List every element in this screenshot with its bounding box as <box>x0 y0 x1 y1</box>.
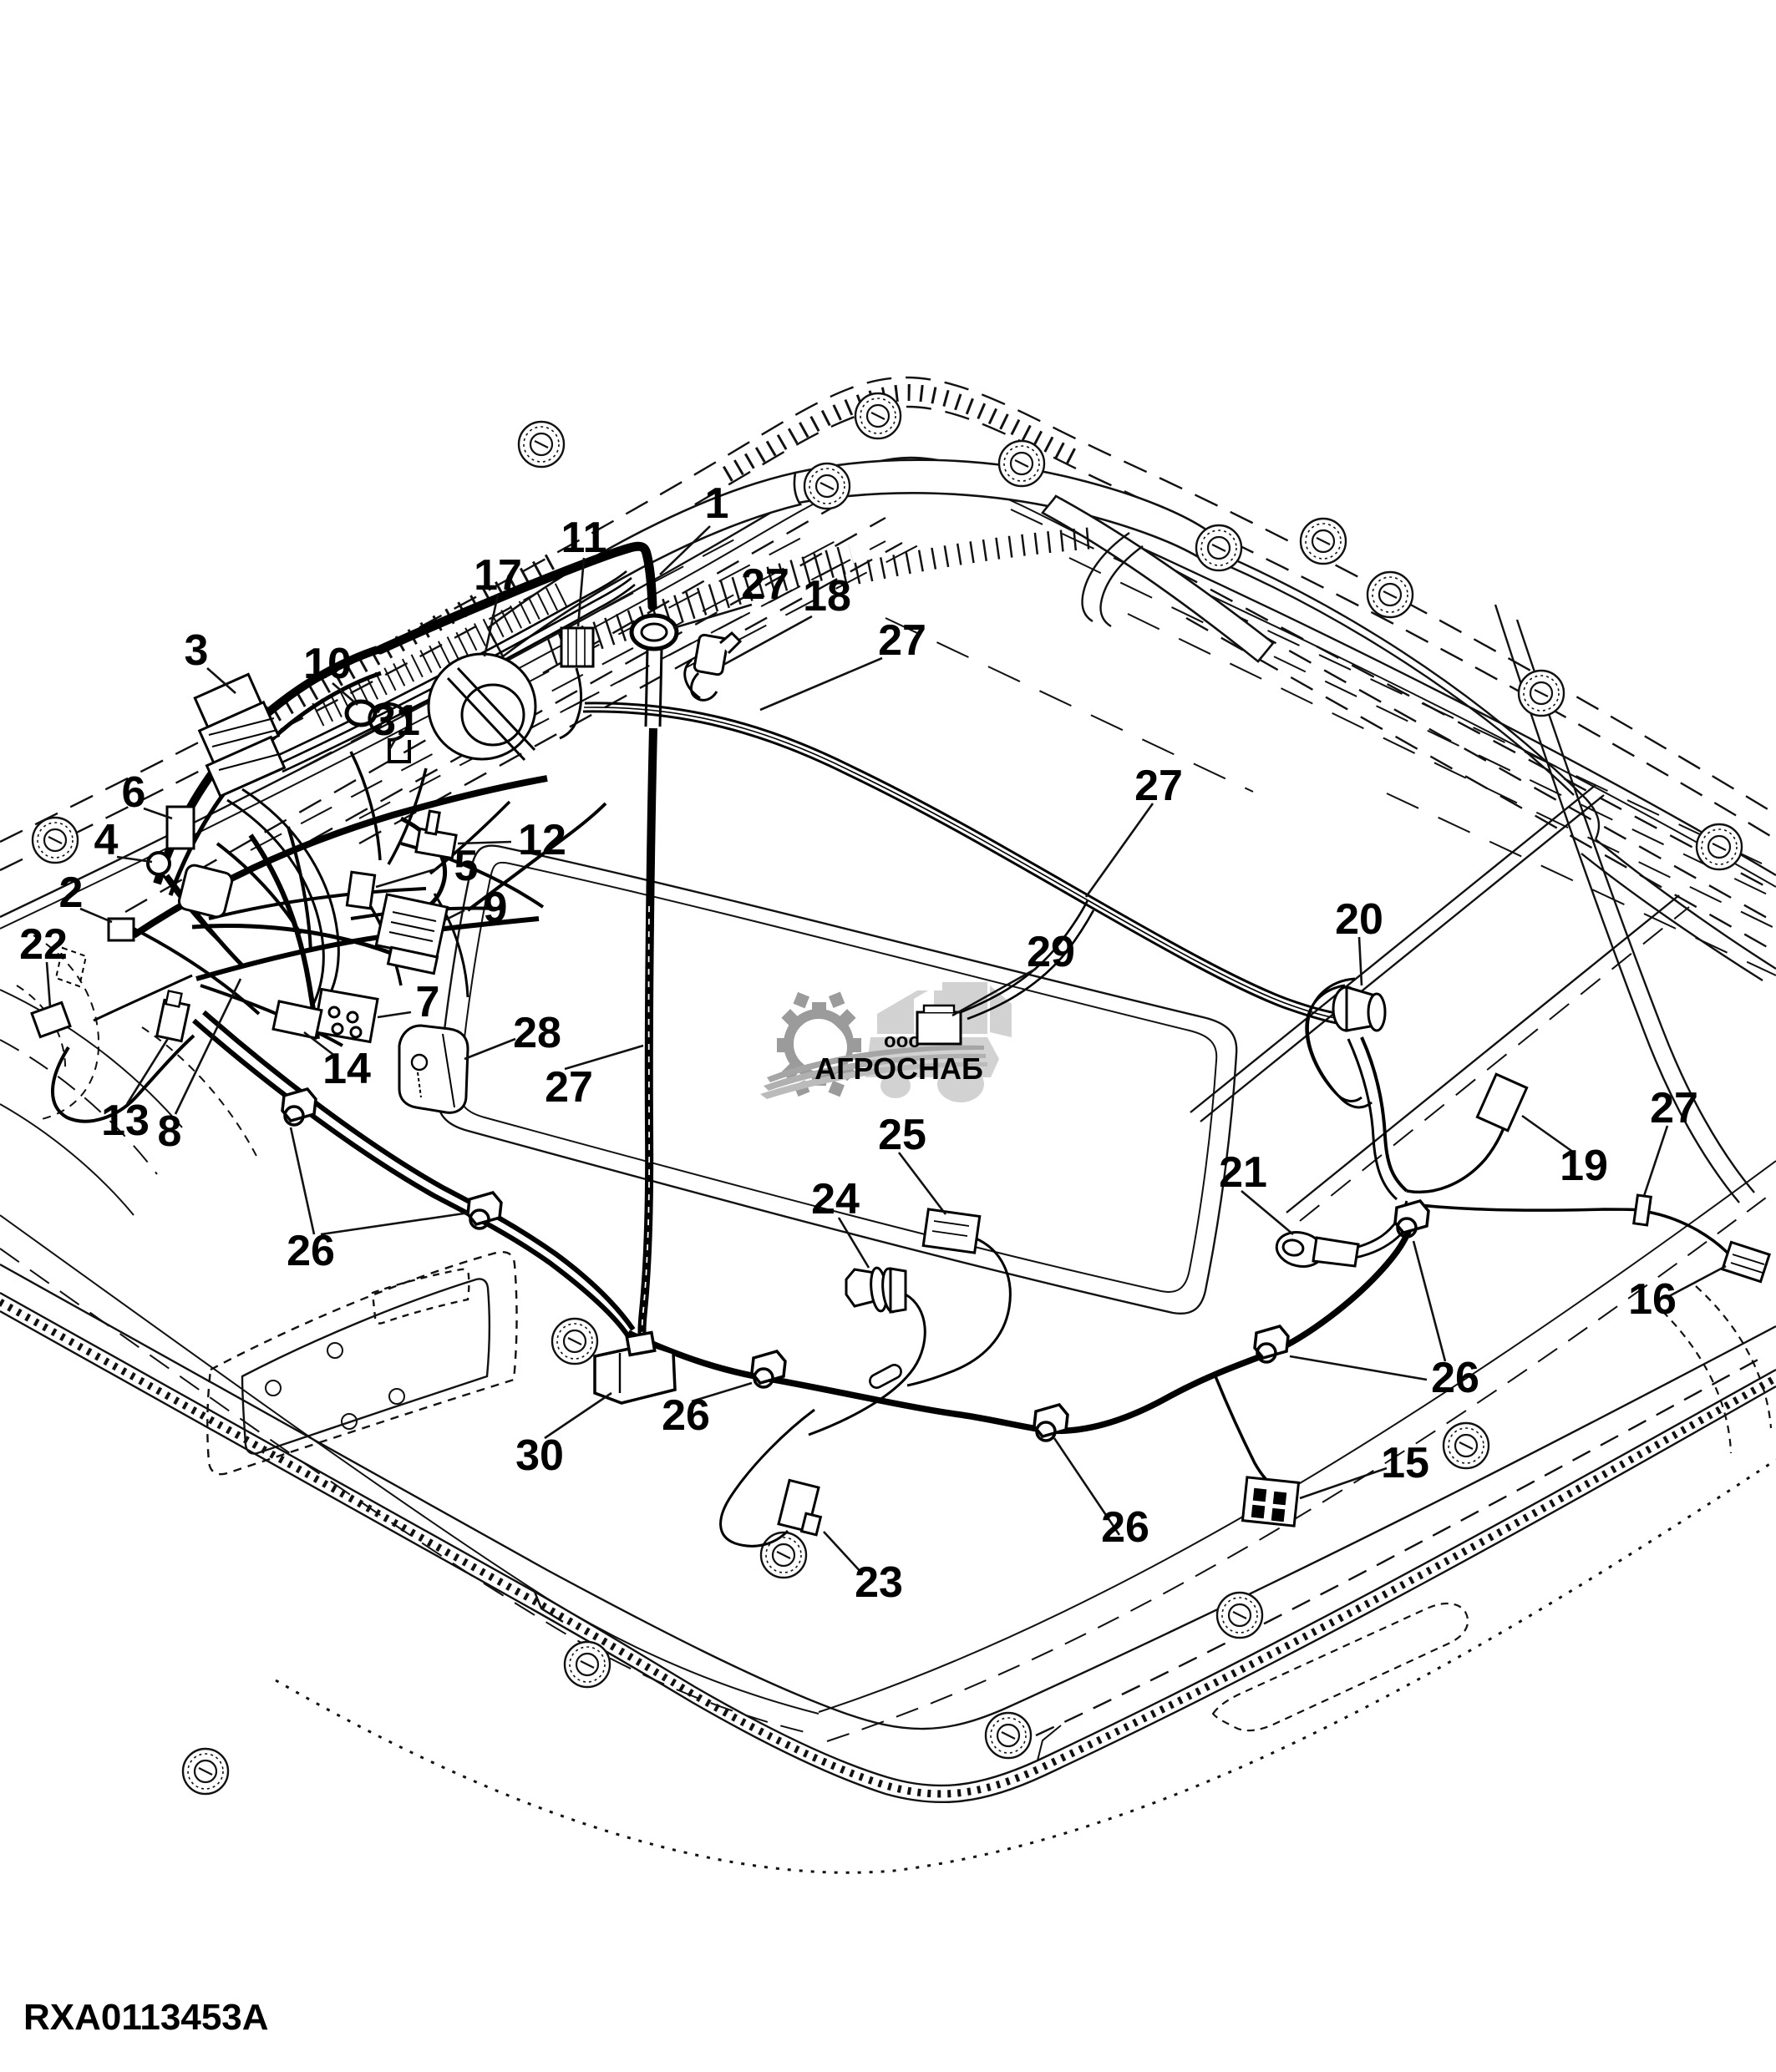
svg-text:26: 26 <box>662 1391 710 1440</box>
svg-text:15: 15 <box>1381 1439 1429 1487</box>
svg-text:4: 4 <box>94 816 119 864</box>
svg-text:27: 27 <box>545 1063 593 1112</box>
svg-text:13: 13 <box>101 1097 150 1145</box>
svg-text:14: 14 <box>322 1045 371 1093</box>
svg-text:3: 3 <box>185 626 209 675</box>
svg-text:31: 31 <box>372 697 420 745</box>
svg-text:19: 19 <box>1560 1142 1608 1190</box>
svg-text:10: 10 <box>303 640 352 688</box>
svg-text:21: 21 <box>1219 1148 1267 1197</box>
svg-text:22: 22 <box>19 920 68 969</box>
svg-text:26: 26 <box>1431 1354 1479 1402</box>
svg-text:30: 30 <box>515 1431 564 1480</box>
svg-text:5: 5 <box>454 842 479 890</box>
svg-text:7: 7 <box>416 978 440 1026</box>
svg-text:АГРОСНАБ: АГРОСНАБ <box>814 1051 983 1086</box>
svg-text:ооо: ооо <box>884 1030 921 1052</box>
svg-text:27: 27 <box>1134 762 1183 810</box>
svg-text:11: 11 <box>561 514 607 562</box>
svg-text:20: 20 <box>1335 895 1383 944</box>
svg-text:18: 18 <box>803 572 851 621</box>
svg-text:29: 29 <box>1027 928 1075 976</box>
svg-text:6: 6 <box>122 768 146 817</box>
svg-text:27: 27 <box>741 560 789 609</box>
svg-text:2: 2 <box>59 869 84 917</box>
svg-text:26: 26 <box>287 1227 335 1275</box>
svg-text:12: 12 <box>518 816 566 864</box>
svg-text:16: 16 <box>1628 1275 1677 1324</box>
svg-text:23: 23 <box>855 1558 903 1607</box>
svg-text:25: 25 <box>878 1111 926 1159</box>
svg-text:26: 26 <box>1101 1503 1149 1552</box>
svg-text:27: 27 <box>878 616 926 665</box>
svg-text:27: 27 <box>1650 1084 1698 1132</box>
svg-text:RXA0113453A: RXA0113453A <box>23 1997 269 2038</box>
svg-text:17: 17 <box>474 551 522 600</box>
svg-text:9: 9 <box>484 884 508 932</box>
svg-text:28: 28 <box>513 1009 561 1057</box>
svg-text:24: 24 <box>811 1175 860 1223</box>
svg-text:8: 8 <box>158 1107 182 1156</box>
svg-text:1: 1 <box>705 479 729 528</box>
